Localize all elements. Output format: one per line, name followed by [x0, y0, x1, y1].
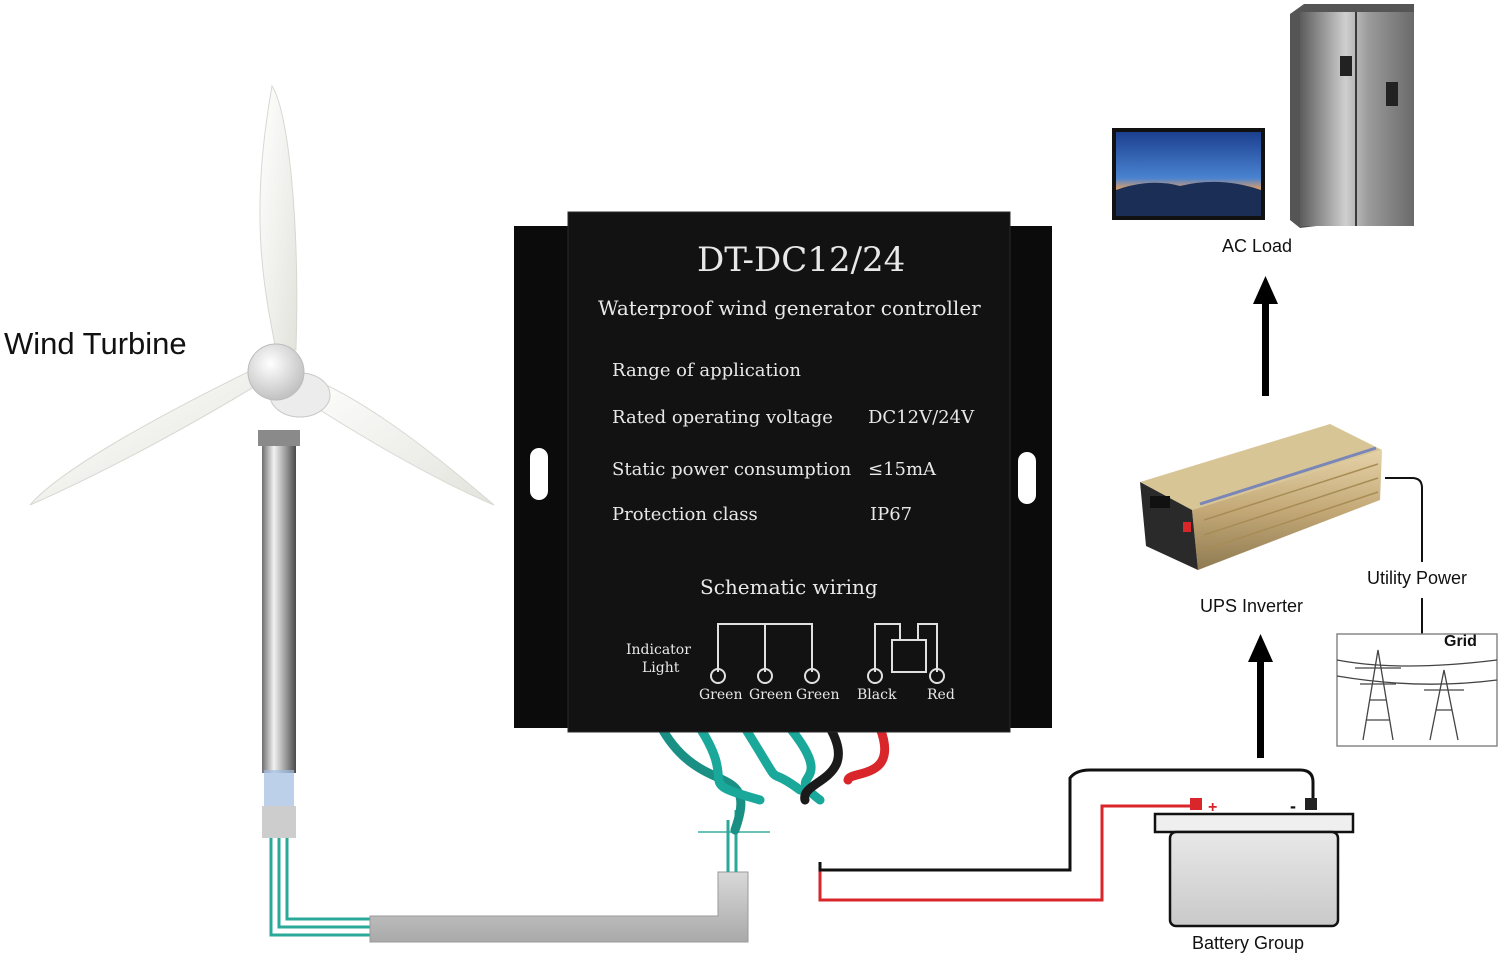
turbine-hub — [247, 343, 305, 401]
fridge-icon — [1290, 4, 1414, 228]
turbine-blade-right — [291, 371, 495, 506]
spec-value: DC12V/24V — [868, 407, 975, 428]
schematic-drawing — [710, 623, 945, 684]
ac-load-label: AC Load — [1222, 236, 1293, 256]
spec-value: ≤15mA — [868, 459, 937, 480]
indicator-label: Indicator — [626, 642, 691, 658]
battery-group-label: Battery Group — [1192, 933, 1305, 953]
turbine-blade-top — [259, 84, 298, 351]
terminal-label: Red — [927, 687, 955, 703]
spec-label: Static power consumption — [612, 459, 852, 480]
tv-icon — [1112, 128, 1265, 220]
terminal-label: Black — [857, 687, 897, 703]
red-wire — [818, 804, 1192, 902]
mount-slot-left — [530, 448, 548, 500]
schematic-title: Schematic wiring — [700, 575, 878, 599]
spec-heading: Range of application — [612, 360, 801, 381]
grid-label: Grid — [1444, 633, 1477, 650]
grid-icon — [1336, 633, 1498, 747]
spec-label: Protection class — [612, 504, 758, 525]
controller-subtitle: Waterproof wind generator controller — [598, 296, 981, 320]
ups-inverter-icon — [1140, 424, 1382, 570]
conduit-pipe — [369, 871, 749, 943]
controller-box — [514, 211, 1052, 733]
turbine-pole-base — [262, 806, 296, 838]
turbine-cable — [269, 810, 770, 943]
svg-text:-: - — [1290, 796, 1296, 816]
spec-label: Rated operating voltage — [612, 407, 833, 428]
turbine-blade-left — [29, 367, 263, 506]
battery-wiring — [818, 768, 1315, 902]
black-wire — [818, 768, 1315, 872]
controller-model: DT-DC12/24 — [697, 240, 906, 280]
utility-power-line — [1385, 477, 1423, 562]
arrow-up-icon — [1248, 634, 1273, 758]
controller-output-wires — [655, 720, 890, 835]
battery-icon: + - — [1153, 796, 1355, 928]
terminal-label: Green — [699, 687, 743, 703]
terminal-label: Green — [749, 687, 793, 703]
svg-text:+: + — [1208, 799, 1217, 816]
ups-inverter-label: UPS Inverter — [1200, 596, 1304, 616]
wind-turbine-icon — [29, 84, 495, 838]
arrow-up-icon — [1253, 276, 1278, 396]
utility-power-label: Utility Power — [1367, 568, 1468, 588]
wind-turbine-label: Wind Turbine — [4, 326, 187, 361]
mount-slot-right — [1018, 452, 1036, 504]
terminal-label: Green — [796, 687, 840, 703]
spec-value: IP67 — [870, 504, 913, 525]
turbine-pole — [262, 438, 296, 773]
indicator-label: Light — [642, 660, 680, 676]
